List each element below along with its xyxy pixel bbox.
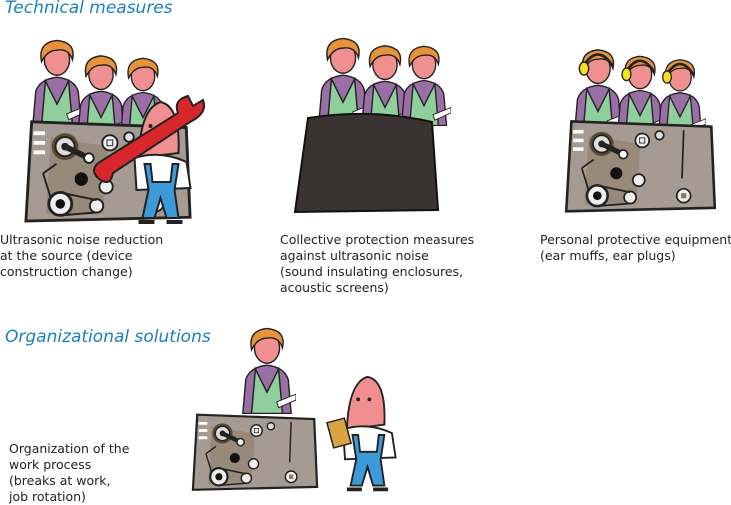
- wrench-icon: [93, 94, 206, 183]
- caption-line: construction change): [0, 264, 133, 279]
- illustration-collective-protection: [293, 37, 451, 214]
- caption-ppe: Personal protective equipment (ear muffs…: [540, 232, 731, 264]
- caption-line: Collective protection measures: [280, 232, 475, 247]
- illustration-work-organization: [190, 327, 398, 501]
- caption-line: Personal protective equipment: [540, 232, 731, 247]
- clipboard-icon: [326, 417, 352, 449]
- caption-line: Organization of the: [9, 441, 130, 456]
- caption-line: (ear muffs, ear plugs): [540, 248, 676, 263]
- illustration-personal-protective-equipment: [558, 48, 728, 218]
- caption-line: (sound insulating enclosures,: [280, 264, 464, 279]
- caption-line: (breaks at work,: [9, 473, 111, 488]
- sound-insulating-enclosure: [293, 112, 440, 214]
- caption-collective-protection: Collective protection measures against u…: [280, 232, 474, 296]
- caption-line: job rotation): [9, 489, 86, 504]
- caption-line: work process: [9, 457, 92, 472]
- caption-line: against ultrasonic noise: [280, 248, 429, 263]
- section-title-technical: Technical measures: [5, 0, 173, 18]
- section-title-organizational: Organizational solutions: [5, 327, 211, 347]
- illustration-noise-reduction-at-source: [18, 39, 206, 228]
- caption-line: acoustic screens): [280, 280, 389, 295]
- caption-noise-reduction: Ultrasonic noise reduction at the source…: [0, 232, 163, 280]
- caption-line: at the source (device: [0, 248, 133, 263]
- caption-line: Ultrasonic noise reduction: [0, 232, 164, 247]
- caption-work-organization: Organization of the work process (breaks…: [9, 441, 129, 505]
